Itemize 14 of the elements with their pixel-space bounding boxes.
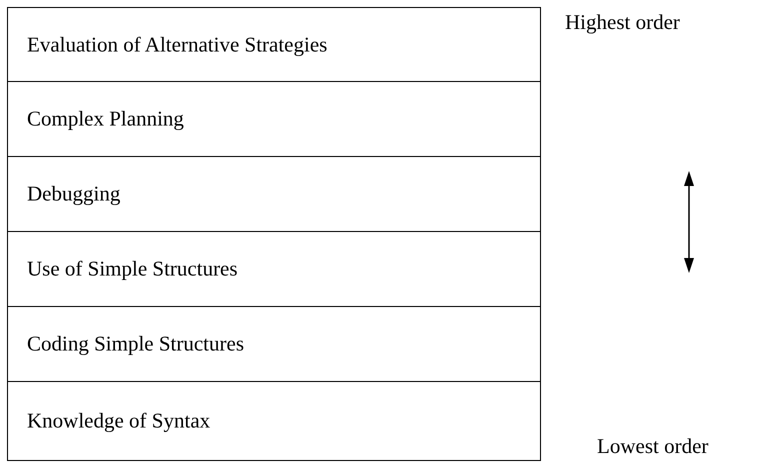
level-box	[7, 156, 541, 232]
level-box	[7, 306, 541, 382]
level-box	[7, 7, 541, 82]
level-box	[7, 80, 541, 157]
level-text: Evaluation of Alternative Strategies	[27, 32, 328, 57]
scale-label: Lowest order	[597, 434, 708, 459]
level-text: Debugging	[27, 181, 120, 206]
level-box	[7, 230, 541, 307]
level-text: Coding Simple Structures	[27, 331, 244, 356]
level-text: Complex Planning	[27, 106, 184, 132]
level-text: Knowledge of Syntax	[27, 408, 210, 434]
level-box	[7, 380, 541, 461]
level-text: Use of Simple Structures	[27, 256, 238, 282]
scale-label: Highest order	[565, 10, 680, 35]
